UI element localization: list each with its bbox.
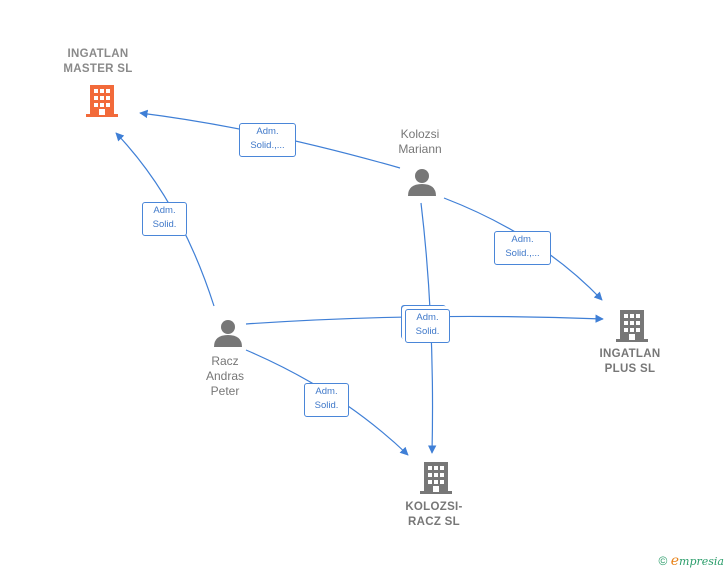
person-icon xyxy=(408,169,436,196)
edge-label-racz-master: Adm. Solid. xyxy=(142,202,187,236)
edge-label-racz-kolozsi: Adm. Solid. xyxy=(304,383,349,417)
person-name-racz-andras-peter[interactable]: Racz Andras Peter xyxy=(205,354,245,398)
brand-logo: © empresia xyxy=(659,553,724,569)
edge-label-mariann-master: Adm. Solid.,... xyxy=(239,123,296,157)
building-icon xyxy=(420,462,452,494)
company-name-ingatlan-plus[interactable]: INGATLAN PLUS SL xyxy=(599,348,661,375)
person-name-kolozsi-mariann[interactable]: Kolozsi Mariann xyxy=(398,127,442,156)
company-name-ingatlan-master[interactable]: INGATLAN MASTER SL xyxy=(63,48,133,75)
brand-initial: e xyxy=(670,553,680,569)
person-icon xyxy=(214,320,242,347)
company-name-kolozsi-racz[interactable]: KOLOZSI- RACZ SL xyxy=(405,501,463,528)
brand-name: mpresia xyxy=(679,555,724,568)
edge-label-center: Adm. Solid. xyxy=(405,309,450,343)
building-icon xyxy=(616,310,648,342)
building-icon xyxy=(86,85,118,117)
copyright-symbol: © xyxy=(658,554,668,568)
edge-label-mariann-plus: Adm. Solid.,... xyxy=(494,231,551,265)
